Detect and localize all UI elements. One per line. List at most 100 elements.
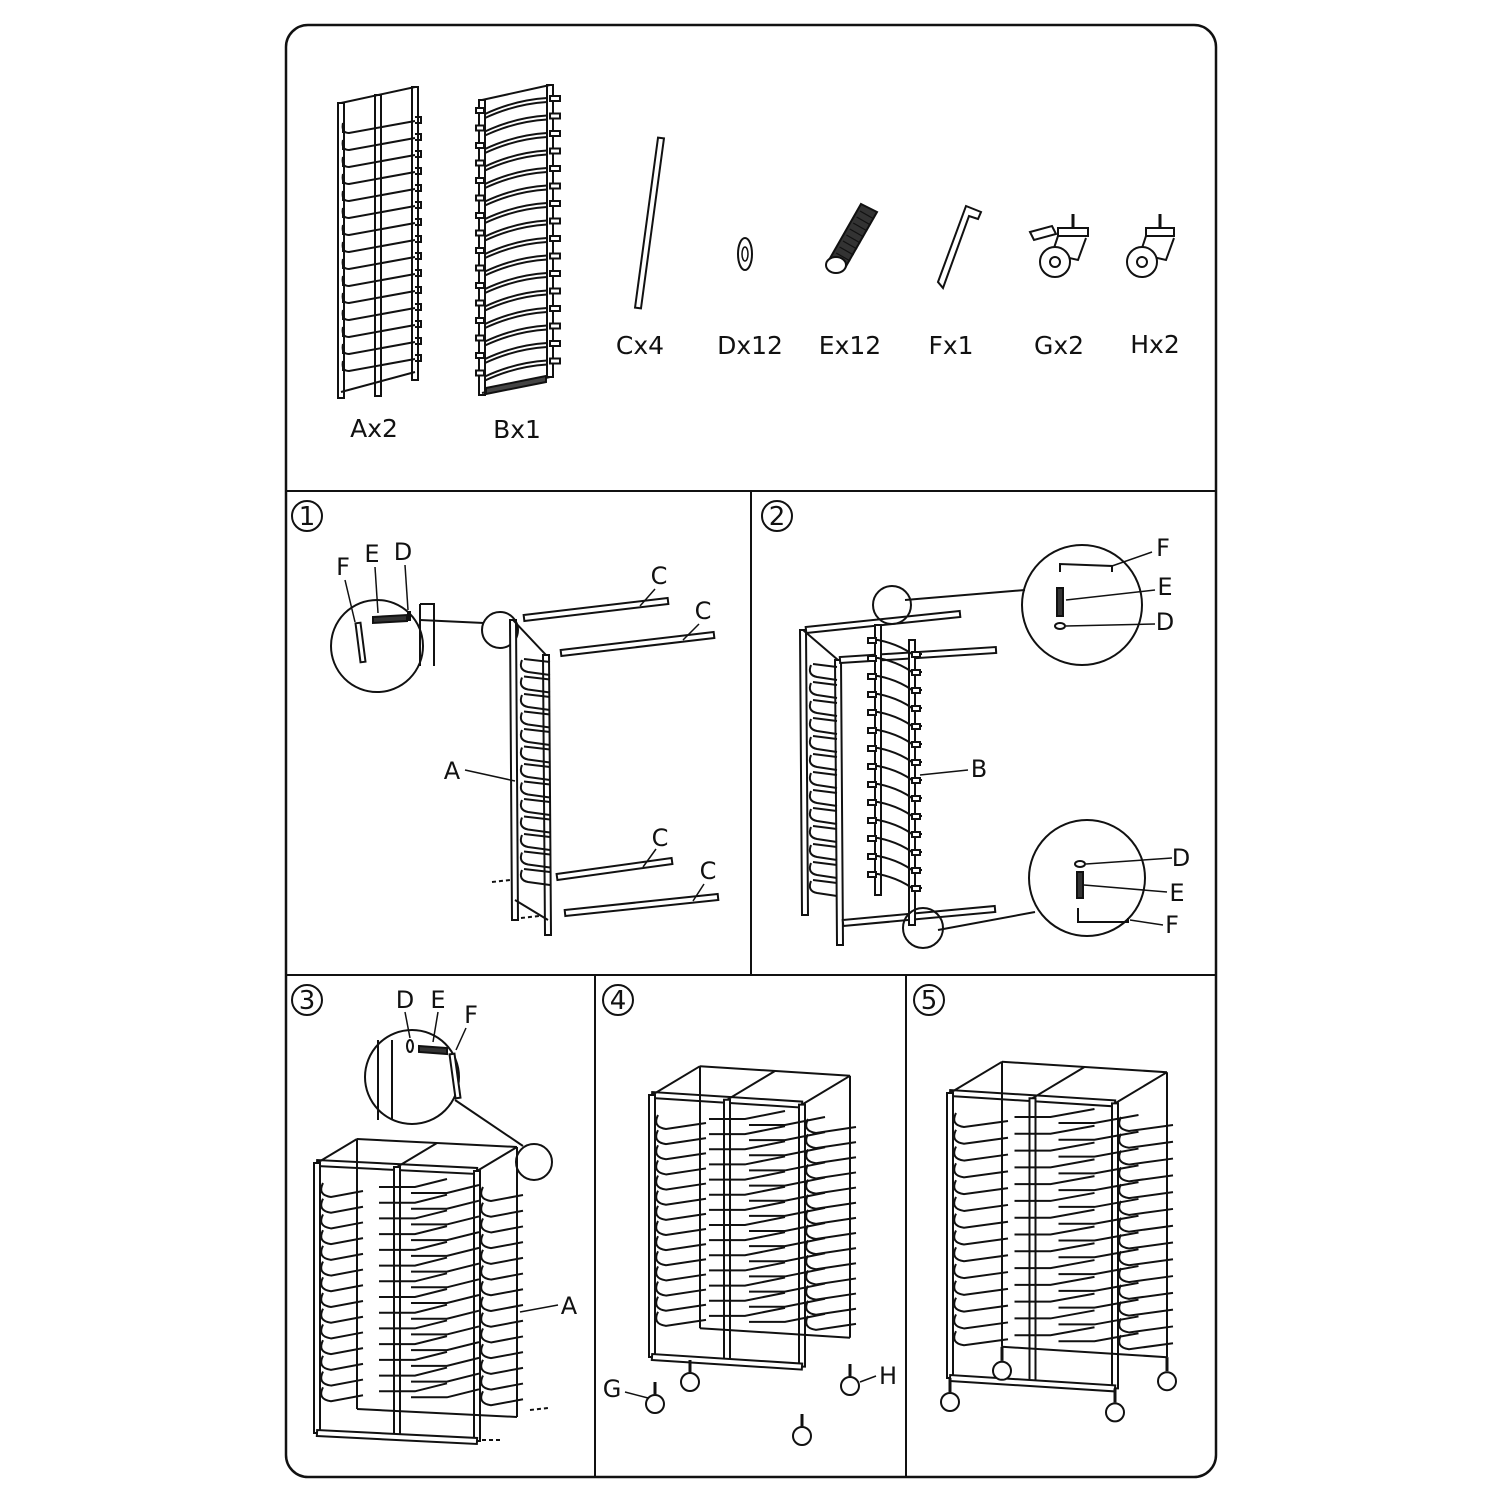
runner-rail: [484, 276, 548, 294]
inset-bolt: [372, 613, 408, 625]
runner-rail: [484, 311, 548, 329]
part-h-caster: [1126, 214, 1175, 278]
runner-stub: [475, 299, 485, 307]
runner-rail: [379, 1272, 480, 1289]
step-4-badge: [602, 984, 634, 1016]
caster-wheel: [792, 1426, 812, 1446]
runner-rail: [805, 1194, 857, 1210]
bolt-thread: [839, 246, 854, 256]
bottom-rail: [340, 371, 416, 393]
runner-rail: [379, 1209, 480, 1226]
foot-plate: [485, 374, 547, 396]
upright-bar: [946, 1092, 954, 1379]
top-side-rail: [949, 1060, 1003, 1094]
bolt-dash: [482, 1407, 549, 1441]
runner-rail: [484, 237, 548, 255]
runner-rail: [519, 745, 551, 764]
step-3-badge: [291, 984, 323, 1016]
runner-stub: [549, 182, 561, 190]
part-label-g: Gx2: [1034, 331, 1084, 360]
step-3-cart: [313, 1138, 524, 1446]
runner-rail: [1014, 1191, 1139, 1208]
bar-c: [559, 630, 716, 658]
runner-rail: [484, 202, 548, 220]
bolt-thread: [856, 216, 871, 226]
runner-stub: [549, 287, 561, 295]
runner-rail: [484, 114, 548, 133]
inset-washer: [407, 611, 411, 621]
runner-rail: [953, 1196, 1009, 1212]
part-g-brake-caster: [1028, 214, 1089, 278]
runner-rail: [480, 1327, 524, 1344]
upright-bar: [313, 1162, 321, 1434]
runner-stub: [911, 831, 921, 838]
inset-bolt: [1056, 587, 1064, 617]
runner-rail: [655, 1265, 707, 1282]
leader-line: [1065, 623, 1156, 627]
runner-rail: [709, 1276, 826, 1293]
runner-rail: [484, 342, 548, 360]
runner-rail: [953, 1129, 1009, 1145]
step-1-callout-a: A: [444, 757, 461, 785]
runner-rail: [484, 132, 548, 150]
runner-rail: [1118, 1301, 1174, 1317]
runner-rail: [480, 1280, 524, 1297]
top-side-rail: [801, 1074, 851, 1106]
runner-rail: [953, 1263, 1009, 1280]
inset-hex-key: [1077, 908, 1129, 923]
runner-stub: [475, 282, 485, 289]
runner-rail: [655, 1144, 707, 1161]
runner-rail: [1014, 1124, 1139, 1141]
part-label-c: Cx4: [616, 331, 664, 360]
step-5-cart: [940, 1060, 1177, 1423]
runner-rail: [709, 1261, 826, 1278]
upright-bar: [798, 1103, 806, 1368]
runner-rail: [379, 1319, 480, 1336]
runner-rail: [320, 1229, 364, 1246]
runner-rail: [1118, 1150, 1174, 1166]
top-side-rail: [316, 1138, 358, 1164]
runner-rail: [484, 97, 548, 115]
magnifier-circle-top: [1021, 544, 1143, 666]
runner-stub: [549, 270, 561, 277]
top-rail: [802, 629, 839, 661]
runner-stub: [475, 159, 485, 167]
step-5-number: 5: [921, 986, 938, 1016]
upright-bar: [1028, 1097, 1037, 1385]
runner-rail: [709, 1291, 826, 1308]
bolt-head: [825, 256, 847, 274]
runner-stub: [867, 691, 877, 698]
step-3-inset-label-f: F: [464, 1001, 478, 1029]
inset-washer: [406, 1039, 414, 1053]
runner-stub: [911, 687, 921, 694]
runner-stub: [911, 669, 921, 676]
part-label-a: Ax2: [350, 414, 398, 443]
runner-rail: [655, 1175, 707, 1191]
runner-rail: [808, 735, 838, 753]
runner-rail: [953, 1162, 1009, 1179]
step-1-callout-c4: C: [700, 857, 717, 885]
runner-rail: [808, 717, 838, 735]
part-label-f: Fx1: [928, 331, 973, 360]
step-2-number: 2: [769, 502, 786, 532]
step-1-panel: [330, 564, 720, 937]
caster-wheel: [1157, 1371, 1177, 1392]
runner-rail: [1014, 1309, 1139, 1326]
runner-rail: [484, 363, 548, 382]
runner-rail: [480, 1312, 524, 1328]
upright-bar: [1111, 1102, 1119, 1390]
top-center-rail: [1031, 1066, 1086, 1100]
runner-rail: [519, 833, 551, 851]
step-3-inset-label-d: D: [396, 986, 414, 1014]
runner-rail: [484, 272, 548, 290]
runner-rail: [655, 1129, 707, 1146]
washer-hole: [741, 246, 749, 262]
inset-bolt: [418, 1044, 448, 1056]
runner-stub: [549, 252, 561, 260]
magnifier-leader: [419, 619, 485, 624]
runner-rail: [480, 1265, 524, 1281]
runner-rail: [484, 167, 548, 185]
runner-rail: [808, 861, 838, 879]
runner-rail: [519, 675, 551, 694]
upright-bar: [411, 86, 419, 381]
